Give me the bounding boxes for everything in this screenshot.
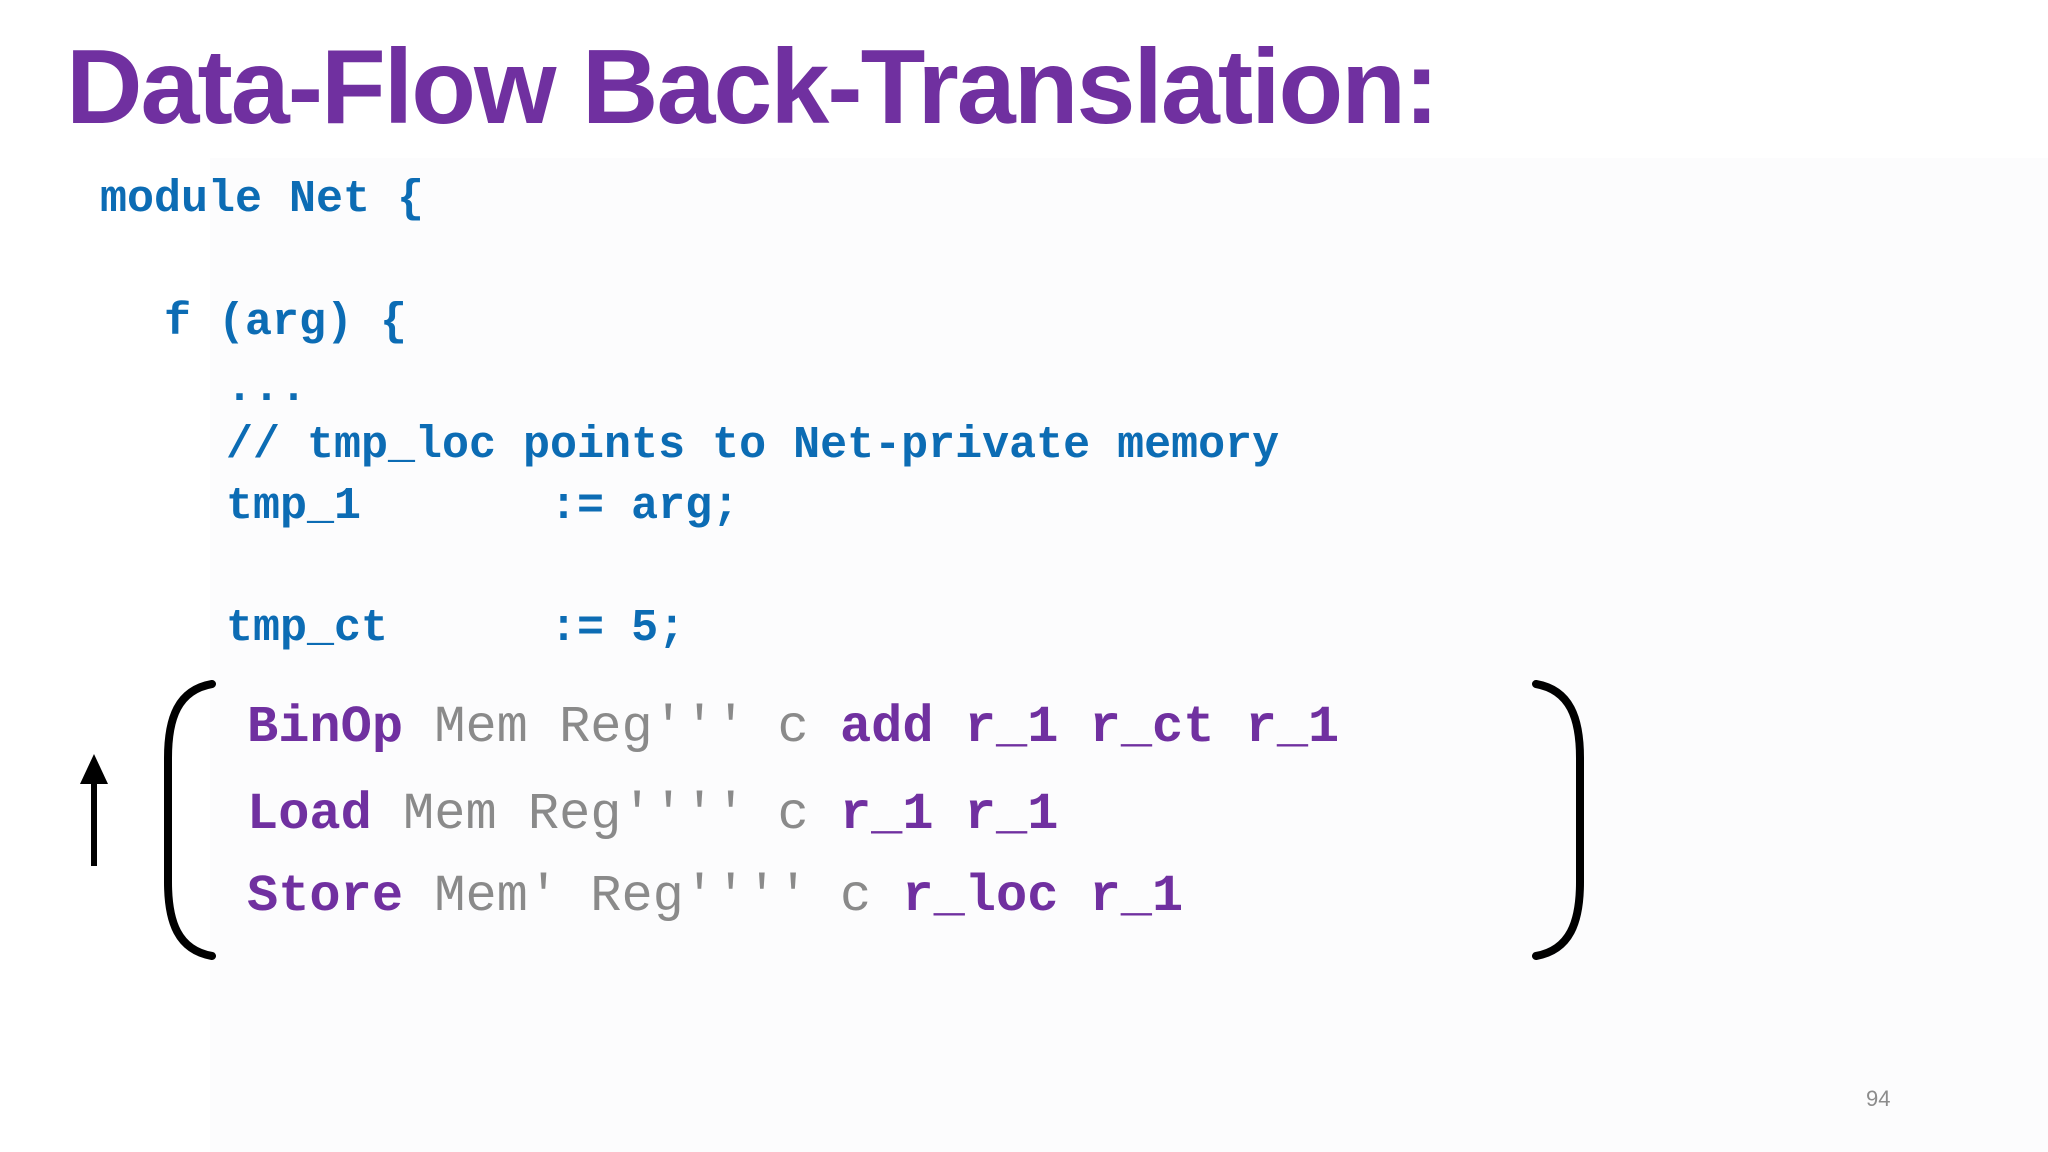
- code-function-line: f (arg) {: [164, 297, 408, 348]
- instruction-op: Store: [247, 867, 404, 926]
- instruction-store: Store Mem' Reg'''' c r_loc r_1: [247, 866, 1183, 928]
- right-bracket: [1532, 680, 1584, 960]
- code-panel-background: [210, 158, 2048, 1152]
- instruction-types: Mem Reg''': [434, 698, 747, 757]
- instruction-binop: BinOp Mem Reg''' c add r_1 r_ct r_1: [247, 697, 1339, 759]
- instruction-op: BinOp: [247, 698, 404, 757]
- page-number: 94: [1866, 1086, 1891, 1111]
- instruction-c: c: [777, 698, 809, 757]
- up-arrow-icon: [80, 754, 108, 866]
- code-assign-tmpct: tmp_ct := 5;: [226, 603, 686, 654]
- code-ellipsis: ...: [226, 363, 308, 414]
- instruction-types: Mem Reg'''': [403, 785, 747, 844]
- instruction-load: Load Mem Reg'''' c r_1 r_1: [247, 784, 1058, 846]
- code-assign-tmp1: tmp_1 := arg;: [226, 481, 740, 532]
- code-module-line: module Net {: [100, 174, 425, 225]
- left-bracket: [164, 680, 216, 960]
- instruction-args: r_loc r_1: [902, 867, 1184, 926]
- instruction-c: c: [777, 785, 809, 844]
- instruction-args: r_1 r_1: [839, 785, 1059, 844]
- instruction-c: c: [839, 867, 872, 926]
- instruction-types: Mem' Reg'''': [434, 867, 809, 926]
- instruction-args: add r_1 r_ct r_1: [839, 698, 1340, 757]
- code-comment: // tmp_loc points to Net-private memory: [226, 420, 1280, 471]
- instruction-op: Load: [247, 785, 372, 844]
- slide-title: Data-Flow Back-Translation:: [66, 28, 1439, 146]
